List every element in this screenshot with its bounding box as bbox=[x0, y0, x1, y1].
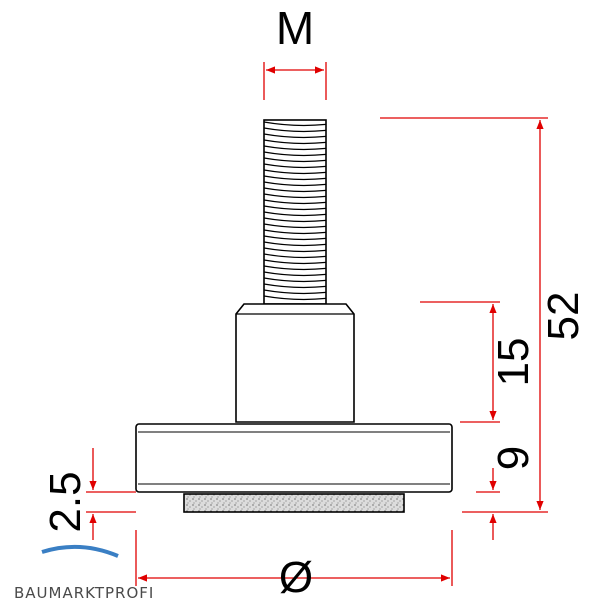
base-height-label: 9 bbox=[489, 446, 538, 470]
thread-line bbox=[263, 151, 327, 157]
thread-line bbox=[263, 139, 327, 145]
thread-line bbox=[263, 235, 327, 241]
thread-line bbox=[263, 271, 327, 277]
thread-line bbox=[263, 163, 327, 169]
stem-collar bbox=[235, 303, 355, 423]
felt-pad bbox=[183, 493, 405, 513]
thread-line bbox=[263, 247, 327, 253]
thread-line bbox=[263, 289, 327, 295]
thread-line bbox=[263, 277, 327, 283]
thread-line bbox=[263, 133, 327, 139]
thread-line bbox=[263, 193, 327, 199]
thread-line bbox=[263, 265, 327, 271]
total-height-label: 52 bbox=[539, 292, 588, 341]
diameter-label: Ø bbox=[279, 553, 313, 600]
thread-line bbox=[263, 181, 327, 187]
thread-line bbox=[263, 169, 327, 175]
thread-line bbox=[263, 175, 327, 181]
brand-logo: BAUMARKTPROFI bbox=[14, 544, 154, 600]
thread-line bbox=[263, 223, 327, 229]
thread-line bbox=[263, 187, 327, 193]
thread-line bbox=[263, 253, 327, 259]
stem-height-label: 15 bbox=[489, 338, 538, 387]
thread-line bbox=[263, 211, 327, 217]
thread-line bbox=[263, 295, 327, 301]
thread-line bbox=[263, 145, 327, 151]
threaded-bolt bbox=[263, 119, 327, 305]
thread-line bbox=[263, 121, 327, 127]
thread-line bbox=[263, 157, 327, 163]
thread-line bbox=[263, 199, 327, 205]
thread-line bbox=[263, 217, 327, 223]
thread-line bbox=[263, 259, 327, 265]
thread-line bbox=[263, 283, 327, 289]
brand-name: BAUMARKTPROFI bbox=[14, 584, 154, 600]
base-disc bbox=[135, 423, 453, 493]
part-outline bbox=[135, 119, 453, 513]
thread-line bbox=[263, 241, 327, 247]
thread-line bbox=[263, 205, 327, 211]
thread-label: M bbox=[276, 2, 314, 54]
dimension-lines bbox=[86, 62, 548, 586]
felt-height-label: 2.5 bbox=[41, 471, 90, 532]
thread-line bbox=[263, 229, 327, 235]
thread-line bbox=[263, 127, 327, 133]
